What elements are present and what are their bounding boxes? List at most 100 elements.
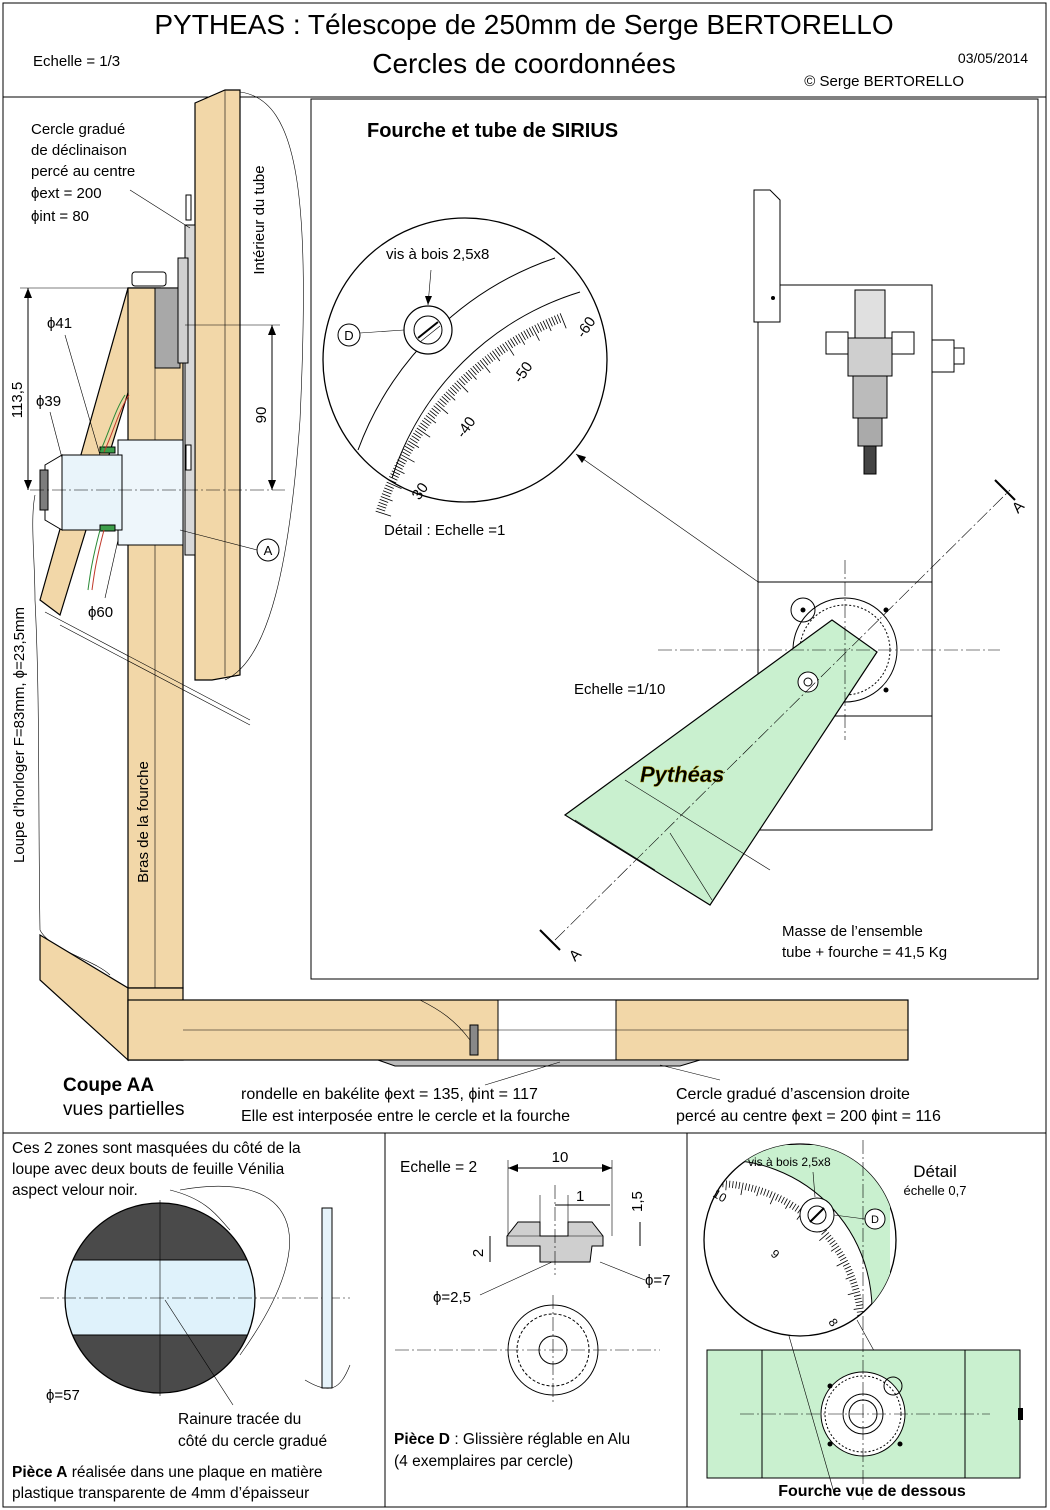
dim-phi7: ϕ=7 [645,1272,671,1289]
sirius-panel [310,98,1039,980]
page-subtitle: Cercles de coordonnées [372,48,676,79]
graduation-tick [855,1304,863,1307]
graduation-tick [477,361,484,370]
graduation-tick [377,504,387,509]
marker-d [337,323,361,347]
cut-title: Coupe AA [63,1075,154,1096]
scale-label: Echelle = 1/3 [33,53,120,70]
brand-label: Pythéas [640,762,724,787]
graduation-tick [413,432,422,439]
graduation-tick [467,369,477,380]
graduation-tick [853,1307,864,1310]
graduation-tick [507,340,513,349]
fork-arm-label: Bras de la fourche [135,761,152,883]
piece-d-caption: Pièce D : Glissière réglable en Alu [394,1431,630,1448]
graduation-tick [548,318,553,327]
graduation-tick [725,1180,727,1191]
graduation-tick [780,1196,785,1204]
copyright-label: © Serge BERTORELLO [804,73,964,90]
graduation-tick [376,507,386,512]
graduation-tick [474,363,482,372]
graduation-tick [744,1183,747,1191]
graduation-tick [515,335,521,344]
graduation-tick [414,430,423,436]
groove-label: Rainure tracée du côté du cercle gradué [178,1411,327,1450]
graduation-tick [838,1254,845,1259]
graduation-tick [401,451,410,457]
graduation-tick [384,487,393,492]
graduation-tick [857,1317,865,1320]
scale-10-label: Echelle =1/10 [574,681,665,698]
graduation-tick [791,1203,797,1210]
graduation-tick [777,1195,782,1202]
fork-bottom-view: 10 9 8 vis à bois 2,5x8 D Détail échelle… [703,1140,1023,1500]
sirius-view: Fourche et tube de SIRIUS -60 -50 -40 30… [322,120,1028,965]
graduation-tick [423,417,432,424]
dim-phi41-label: ϕ41 [47,315,72,332]
graduation-tick [380,496,393,502]
section-a-bottom: A [566,946,585,965]
graduation-tick [389,476,398,481]
graduation-tick [851,1284,859,1288]
green-tube [563,619,878,906]
graduation-tick [766,1189,770,1197]
dim-113-label: 113,5 [9,382,26,418]
graduation-tick [510,338,516,347]
graduation-tick [494,348,501,357]
graduation-tick [425,415,437,424]
screw-label: vis à bois 2,5x8 [386,246,489,263]
graduation-tick [528,327,534,336]
graduation-tick [754,1185,757,1193]
graduation-tick [447,389,455,396]
graduation-tick [542,320,548,330]
section-a-top: A [1009,498,1028,517]
graduation-tick [465,371,473,380]
graduation-tick [375,510,392,517]
mass-label: Masse de l’ensemble tube + fourche = 41,… [782,923,947,961]
graduation-tick [825,1234,832,1240]
graduation-tick [472,365,480,374]
graduation-tick [839,1256,847,1262]
graduation-tick [554,315,559,325]
graduation-tick [411,435,420,441]
graduation-tick [539,321,545,331]
dim-phi60-label: ϕ60 [88,604,113,621]
graduation-tick [381,493,391,498]
svg-text:D: D [871,1214,879,1226]
graduation-tick [853,1294,861,1297]
graduation-tick [556,314,562,323]
graduation-tick [847,1291,861,1296]
graduation-tick [387,478,397,484]
graduation-tick [443,393,451,401]
graduation-tick [827,1237,834,1243]
graduation-tick [850,1281,858,1285]
piece-a-caption-2: plastique transparente de 4mm d’épaisseu… [12,1485,309,1502]
graduation-tick [406,443,415,449]
graduation-tick [394,464,403,470]
fork-tick-10: 10 [711,1186,730,1205]
fork-detail-scale: échelle 0,7 [904,1183,967,1198]
graduation-tick [829,1240,836,1245]
graduation-tick [518,333,526,345]
page-title: PYTHEAS : Télescope de 250mm de Serge BE… [154,9,893,40]
graduation-tick [441,396,449,403]
graduation-tick [836,1259,848,1267]
graduation-tick [844,1265,851,1270]
graduation-tick [732,1181,734,1189]
graduation-tick [393,467,405,474]
graduation-tick [378,501,388,506]
graduation-tick [479,359,491,374]
graduation-tick [747,1184,751,1192]
graduation-tick [463,374,470,382]
graduation-tick [775,1193,779,1201]
graduation-tick [382,490,392,495]
graduation-tick [740,1182,744,1196]
dec-circle-label: Cercle gradué de déclinaison percé au ce… [31,121,139,225]
graduation-tick [390,473,399,478]
graduation-tick [512,336,519,345]
graduation-tick [391,470,401,476]
graduation-tick [433,405,441,412]
tube-wall [194,89,241,681]
